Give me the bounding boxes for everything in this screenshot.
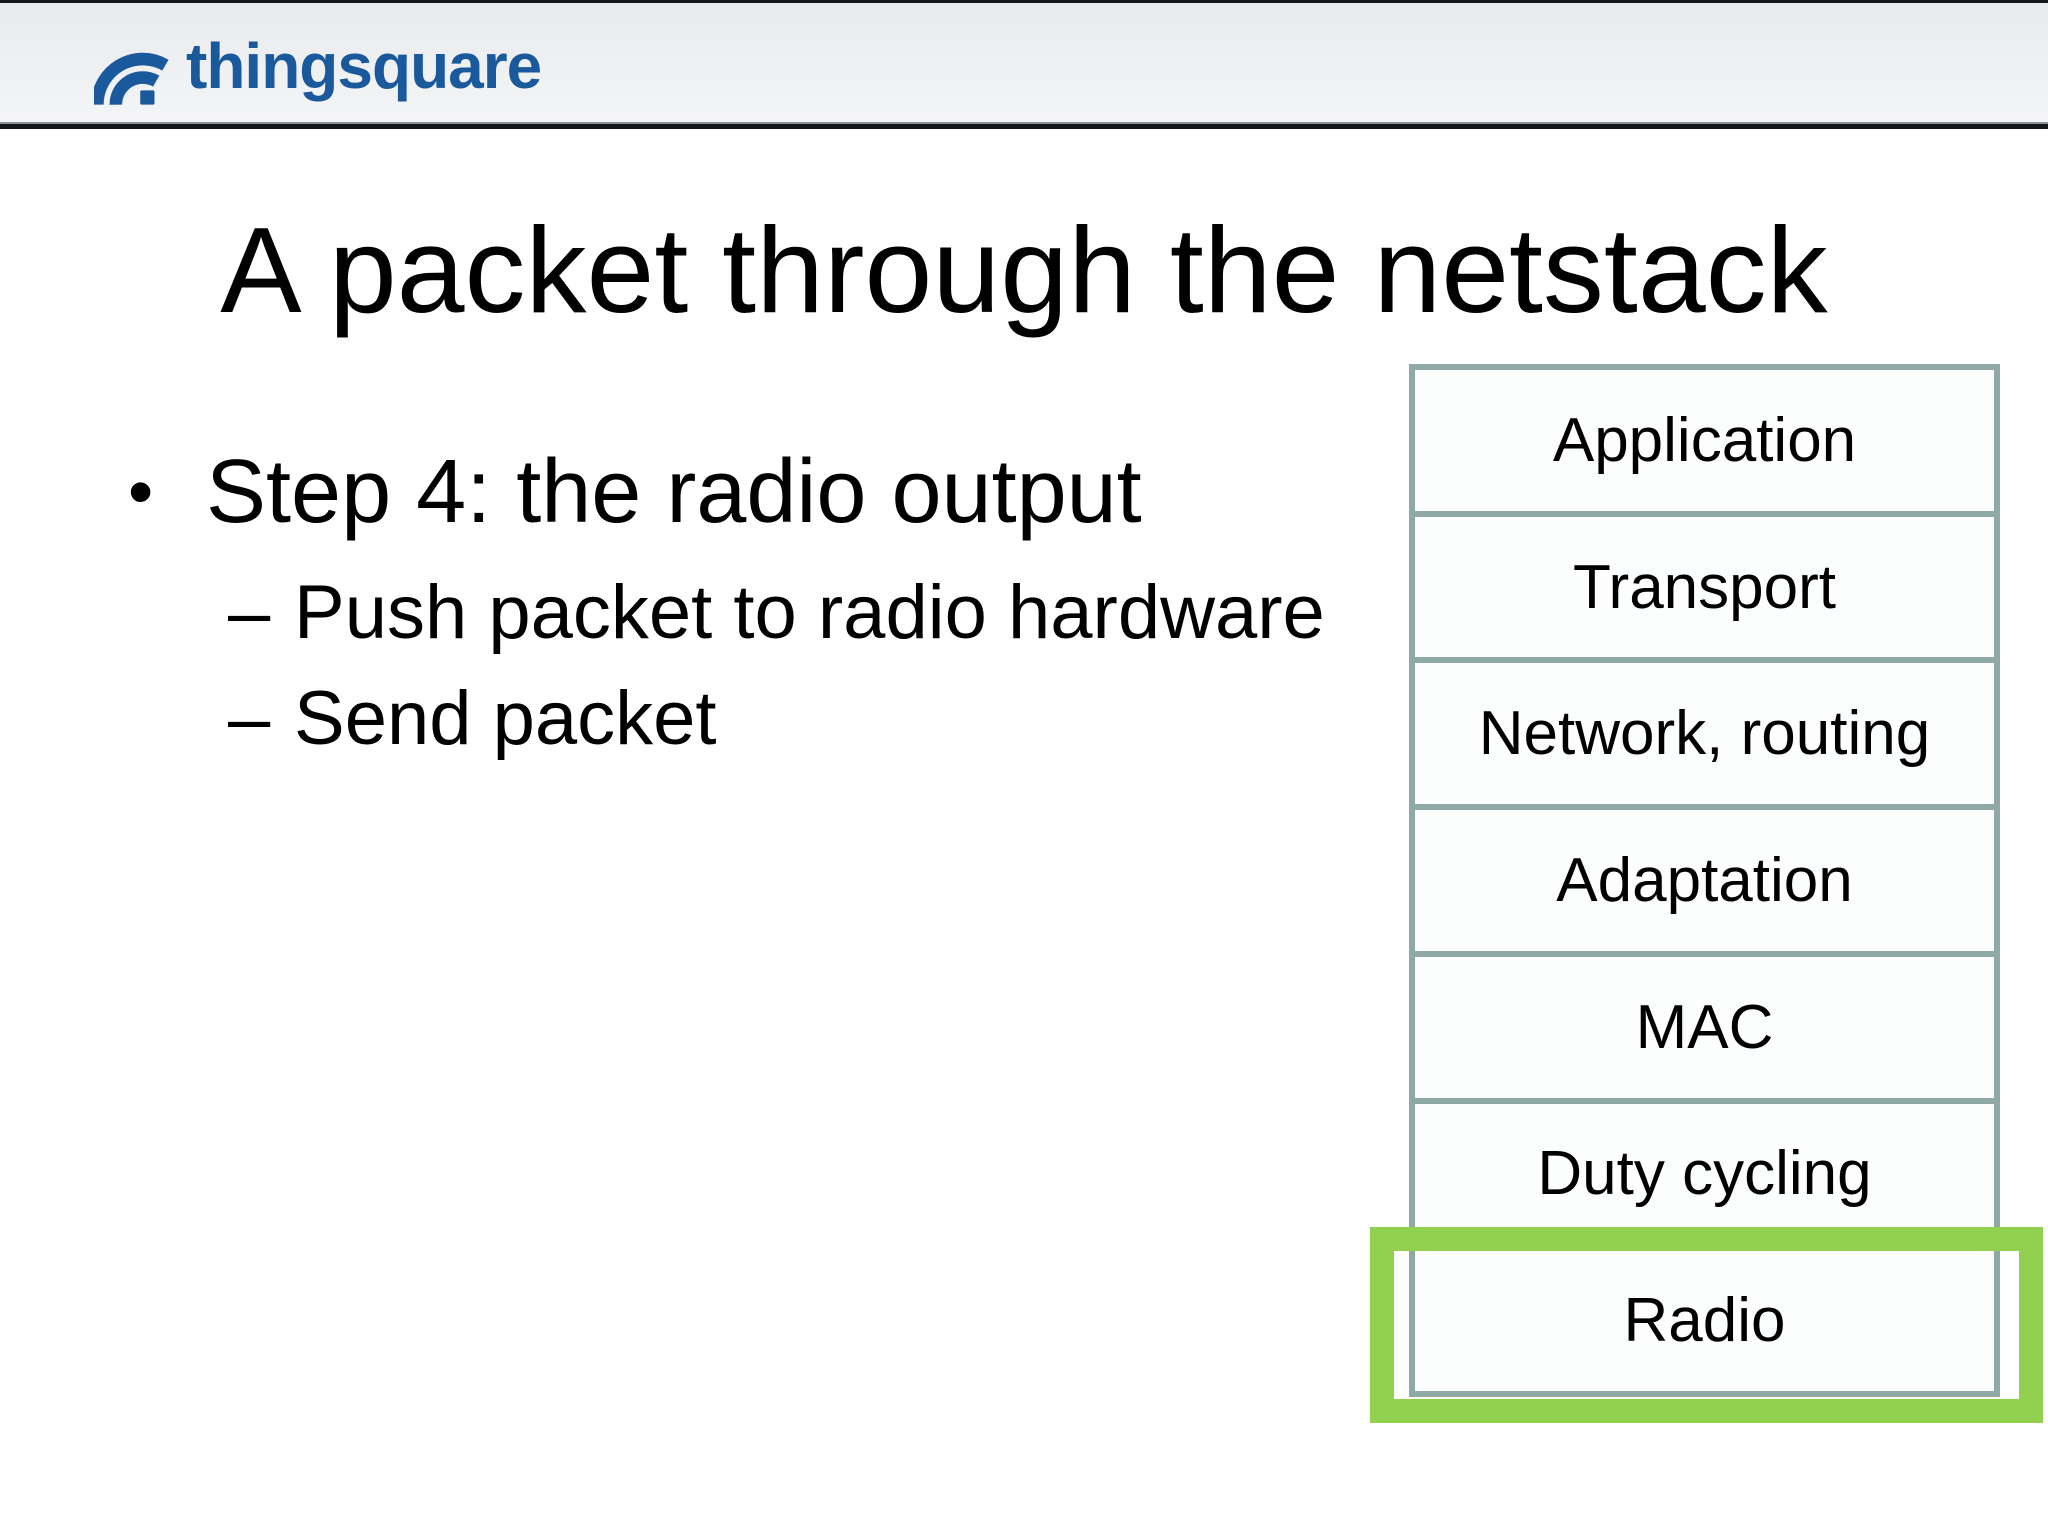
radio-highlight-frame bbox=[1370, 1227, 2043, 1423]
stack-layer-label: MAC bbox=[1635, 992, 1774, 1062]
logo-wordmark: thingsquare bbox=[186, 30, 542, 102]
stack-layer-label: Adaptation bbox=[1556, 846, 1853, 916]
bullet-step4-text: Step 4: the radio output bbox=[206, 442, 1142, 542]
stack-layer-network-routing: Network, routing bbox=[1415, 657, 1994, 805]
stack-layer-label: Application bbox=[1552, 405, 1857, 475]
header-bar: thingsquare bbox=[0, 3, 2048, 122]
header-separator-light bbox=[0, 122, 2048, 124]
sub-bullet-push-packet: – Push packet to radio hardware bbox=[228, 570, 1325, 655]
slide-top-edge-line bbox=[0, 0, 2048, 3]
bullet-dot-marker: • bbox=[128, 452, 154, 532]
header-separator-dark bbox=[0, 124, 2048, 129]
stack-layer-application: Application bbox=[1415, 370, 1994, 511]
stack-layer-label: Duty cycling bbox=[1537, 1139, 1872, 1209]
stack-layer-transport: Transport bbox=[1415, 510, 1994, 658]
dash-marker: – bbox=[228, 676, 271, 761]
wifi-arcs-icon bbox=[94, 24, 178, 108]
slide-title: A packet through the netstack bbox=[220, 202, 1828, 338]
bullet-step4: • Step 4: the radio output bbox=[128, 442, 1142, 543]
stack-layer-adaptation: Adaptation bbox=[1415, 804, 1994, 951]
sub-bullet-send-packet: – Send packet bbox=[228, 676, 717, 761]
stack-layer-label: Network, routing bbox=[1478, 699, 1931, 769]
stack-layer-mac: MAC bbox=[1415, 950, 1994, 1098]
stack-layer-duty-cycling: Duty cycling bbox=[1415, 1097, 1994, 1245]
sub-bullet-send-packet-text: Send packet bbox=[294, 676, 717, 761]
stack-layer-label: Transport bbox=[1572, 552, 1836, 622]
thingsquare-logo: thingsquare bbox=[94, 23, 542, 109]
sub-bullet-push-packet-text: Push packet to radio hardware bbox=[294, 570, 1325, 655]
stack-layer-label: Radio bbox=[1623, 1286, 1786, 1356]
dash-marker: – bbox=[228, 570, 271, 655]
